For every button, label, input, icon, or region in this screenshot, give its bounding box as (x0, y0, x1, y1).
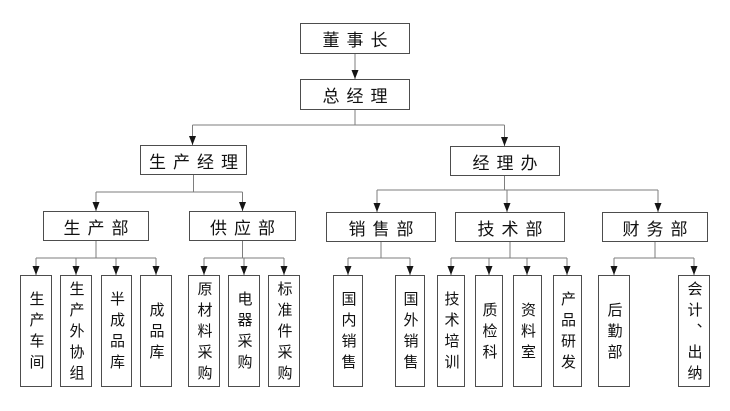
node-sales-dept-label: 销售部 (348, 219, 421, 239)
node-reference-room: 资料室 (513, 275, 542, 387)
node-raw-materials-purchasing: 原材料采购 (188, 275, 220, 387)
node-finished-goods-warehouse-label: 成品库 (147, 301, 164, 365)
node-manager-office: 经理办 (450, 146, 560, 176)
edge-pm-bus (96, 175, 243, 193)
node-production-manager: 生产经理 (140, 145, 247, 175)
node-electrical-purchasing: 电器采购 (228, 275, 260, 387)
node-production-outsourcing-group-label: 生产外协组 (67, 280, 84, 386)
edge-prod-bus (36, 241, 156, 259)
node-overseas-sales: 国外销售 (395, 275, 425, 387)
node-product-rnd: 产品研发 (553, 275, 582, 387)
edge-gm-bus (192, 110, 505, 126)
edge-tech-bus (451, 242, 567, 259)
node-production-dept: 生产部 (43, 211, 149, 241)
node-manager-office-label: 经理办 (472, 153, 545, 173)
node-tech-dept: 技术部 (455, 212, 565, 242)
node-standard-parts-purchasing-label: 标准件采购 (275, 280, 292, 386)
node-accounting-cashier-label: 会计、出纳 (685, 280, 702, 386)
node-quality-inspection-section: 质检科 (475, 275, 503, 387)
node-reference-room-label: 资料室 (519, 301, 535, 365)
node-production-dept-label: 生产部 (63, 218, 136, 238)
node-general-manager: 总经理 (300, 79, 410, 110)
node-finance-dept: 财务部 (602, 212, 708, 242)
node-electrical-purchasing-label: 电器采购 (235, 291, 252, 375)
node-production-workshop: 生产车间 (20, 275, 52, 387)
node-chairman-label: 董事长 (322, 31, 395, 50)
node-tech-dept-label: 技术部 (477, 219, 550, 239)
node-quality-inspection-section-label: 质检科 (480, 301, 497, 365)
node-product-rnd-label: 产品研发 (559, 291, 575, 375)
node-sales-dept: 销售部 (326, 212, 436, 242)
node-accounting-cashier: 会计、出纳 (678, 275, 710, 387)
node-technical-training-label: 技术培训 (442, 291, 459, 375)
node-overseas-sales-label: 国外销售 (401, 291, 418, 375)
edge-office-bus (377, 176, 658, 191)
node-domestic-sales: 国内销售 (333, 275, 363, 387)
node-production-outsourcing-group: 生产外协组 (60, 275, 92, 387)
node-logistics-dept-label: 后勤部 (605, 301, 622, 365)
node-chairman: 董事长 (300, 23, 410, 54)
edge-supply-bus (204, 241, 284, 259)
node-standard-parts-purchasing: 标准件采购 (268, 275, 300, 387)
node-production-workshop-label: 生产车间 (27, 291, 44, 375)
node-general-manager-label: 总经理 (322, 87, 395, 106)
node-production-manager-label: 生产经理 (149, 152, 245, 172)
node-domestic-sales-label: 国内销售 (339, 291, 356, 375)
node-raw-materials-purchasing-label: 原材料采购 (195, 280, 212, 386)
node-semi-finished-goods-warehouse-label: 半成品库 (108, 291, 124, 375)
node-supply-dept-label: 供应部 (210, 218, 282, 238)
node-semi-finished-goods-warehouse: 半成品库 (101, 275, 132, 387)
node-supply-dept: 供应部 (189, 211, 296, 241)
node-finance-dept-label: 财务部 (622, 219, 695, 239)
node-technical-training: 技术培训 (437, 275, 465, 387)
edge-finance-bus (614, 242, 694, 259)
node-logistics-dept: 后勤部 (598, 275, 630, 387)
node-finished-goods-warehouse: 成品库 (140, 275, 172, 387)
edge-sales-bus (348, 242, 410, 259)
